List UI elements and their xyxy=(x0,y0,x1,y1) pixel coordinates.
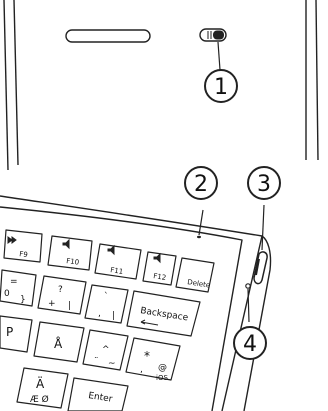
key-bar xyxy=(84,284,129,324)
key-brace-label: } xyxy=(20,295,26,305)
key-equals xyxy=(37,275,87,315)
key-at xyxy=(125,337,181,381)
key-backspace xyxy=(126,290,201,337)
upper-device xyxy=(3,0,319,171)
volume-down-icon xyxy=(107,244,115,256)
power-switch-icon xyxy=(199,28,227,42)
callout-3-number: 3 xyxy=(257,172,271,197)
fast-forward-icon xyxy=(7,236,17,244)
charge-port-icon xyxy=(253,251,268,285)
key-comma2-label: , xyxy=(140,365,143,375)
key-a-uml-label: Ä xyxy=(36,376,45,391)
key-a-uml xyxy=(16,367,69,409)
key-f12-label: F12 xyxy=(153,272,167,282)
key-plus-label: + xyxy=(48,299,56,309)
callout-3: 3 xyxy=(247,166,281,200)
key-at-label: @ xyxy=(158,363,167,373)
key-bar2-label: | xyxy=(112,311,115,321)
volume-up-icon xyxy=(153,252,161,264)
key-f10-label: F10 xyxy=(66,257,80,267)
key-icons xyxy=(7,236,161,264)
key-star-label: * xyxy=(144,349,150,363)
key-backspace-label: Backspace xyxy=(140,306,190,323)
key-diaeresis xyxy=(82,329,129,371)
key-enter-label: Enter xyxy=(88,391,114,405)
key-backtick-label: ` xyxy=(104,291,109,302)
callout-1: 1 xyxy=(204,69,238,103)
key-diaeresis-label: ¨ xyxy=(94,357,99,367)
key-zero xyxy=(0,269,37,307)
callout-4-number: 4 xyxy=(243,332,257,357)
key-f10 xyxy=(47,235,93,271)
key-tilde-label: ~ xyxy=(108,359,116,369)
callout-2: 2 xyxy=(184,166,218,200)
key-f11 xyxy=(94,243,142,280)
key-f12 xyxy=(142,251,177,286)
mute-icon xyxy=(62,238,70,250)
key-f9-label: F9 xyxy=(19,250,29,259)
key-enter xyxy=(67,377,129,411)
key-grid xyxy=(0,229,215,411)
key-equals-label: = xyxy=(10,277,18,287)
key-comma-label: , xyxy=(98,309,101,319)
status-led-icon xyxy=(197,235,201,239)
key-p xyxy=(0,315,33,353)
key-bar-label: | xyxy=(68,301,71,311)
key-f11-label: F11 xyxy=(110,266,124,276)
key-a-ring-label: Å xyxy=(54,336,63,351)
key-p-label: P xyxy=(6,325,13,339)
key-delete xyxy=(175,257,215,293)
callout-2-number: 2 xyxy=(194,172,208,197)
key-labels: F9 F10 F11 F12 Delete 0 } = ? + | ` , | … xyxy=(4,250,211,405)
reset-hole-icon xyxy=(245,283,251,289)
keyboard-body xyxy=(0,195,272,411)
key-f9 xyxy=(3,229,43,263)
key-a-ring xyxy=(33,321,85,363)
camera-icon xyxy=(65,29,151,43)
key-zero-label: 0 xyxy=(4,289,10,299)
key-ios-label: iOS xyxy=(156,374,168,382)
key-caret-label: ^ xyxy=(102,345,110,355)
key-ae-o-label: Æ Ø xyxy=(30,394,49,405)
callout-1-number: 1 xyxy=(214,75,228,100)
callout-4: 4 xyxy=(233,326,267,360)
key-question-label: ? xyxy=(58,285,63,295)
key-delete-label: Delete xyxy=(187,278,211,289)
